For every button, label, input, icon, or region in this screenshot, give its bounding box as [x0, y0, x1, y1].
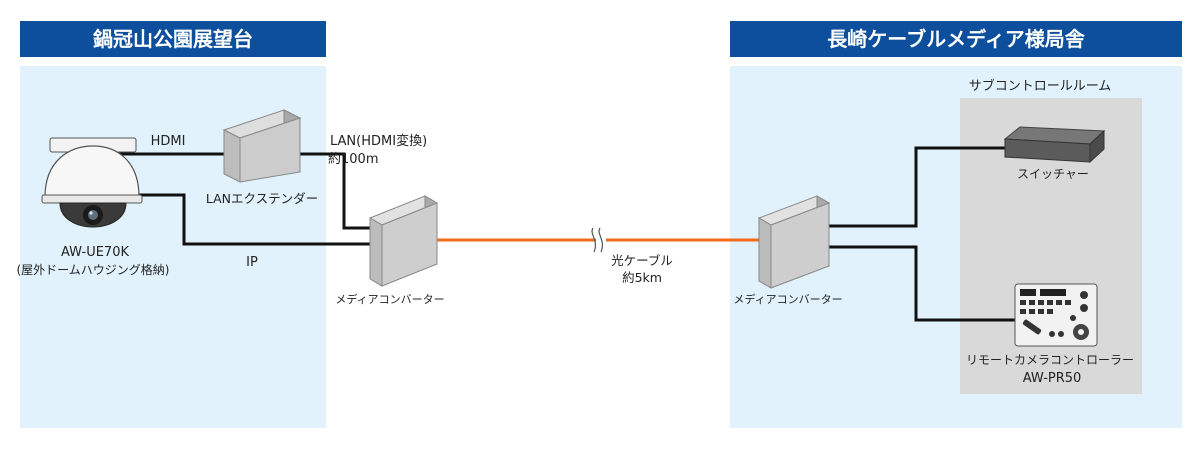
sub-control-room-title: サブコントロールルーム — [969, 78, 1112, 94]
right-site-title: 長崎ケーブルメディア様局舎 — [827, 27, 1085, 51]
lan-cable-label: LAN(HDMI変換) — [330, 133, 427, 149]
media-converter-right-label: メディアコンバーター — [733, 292, 842, 306]
right-site-header — [730, 21, 1182, 57]
camera-note: (屋外ドームハウジング格納) — [16, 262, 169, 277]
camera-model: AW-UE70K — [61, 245, 129, 260]
lan-cable — [300, 152, 370, 230]
controller-label: リモートカメラコントローラー — [966, 353, 1134, 367]
switcher-cable — [829, 146, 1005, 228]
controller-cable — [829, 245, 1015, 322]
switcher-label: スイッチャー — [1017, 167, 1089, 181]
controller-model: AW-PR50 — [1023, 371, 1082, 386]
fiber-distance-label: 約5km — [622, 270, 662, 285]
hdmi-label: HDMI — [151, 134, 186, 149]
controller-icon — [1014, 283, 1098, 347]
lan-distance-label: 約100m — [328, 152, 378, 167]
media-converter-left-icon — [368, 195, 439, 287]
fiber-break-icon — [591, 227, 603, 253]
media-converter-left-label: メディアコンバーター — [335, 292, 444, 306]
left-site-header — [20, 21, 326, 57]
dome-camera-icon — [41, 137, 143, 228]
ip-cable — [136, 193, 370, 246]
left-site-title: 鍋冠山公園展望台 — [93, 27, 253, 51]
lan-extender-icon — [222, 109, 302, 183]
lan-extender-label: LANエクステンダー — [206, 191, 318, 206]
switcher-icon — [1003, 126, 1106, 164]
fiber-cable-label: 光ケーブル — [611, 253, 673, 268]
media-converter-right-icon — [757, 195, 831, 289]
ip-label: IP — [246, 255, 258, 270]
